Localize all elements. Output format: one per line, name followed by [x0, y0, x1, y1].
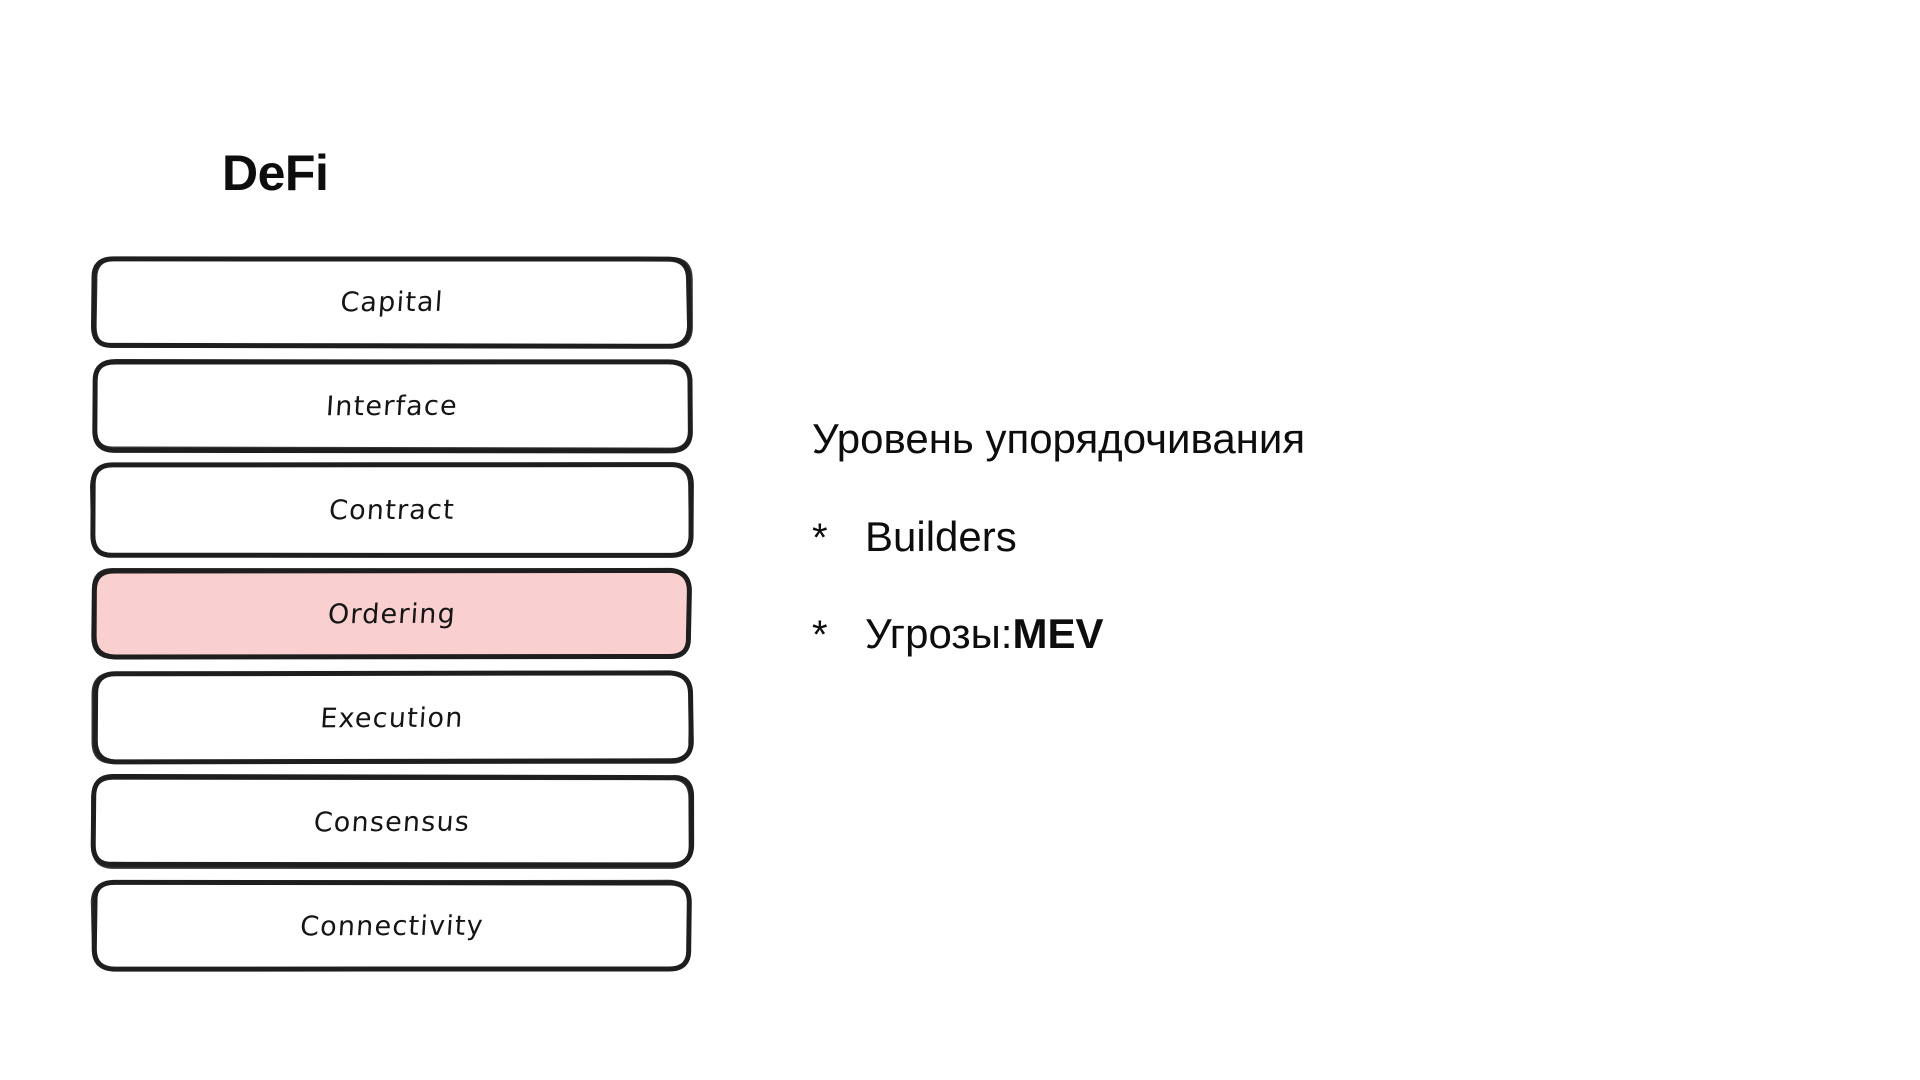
stack-layer-contract[interactable]: Contract	[90, 462, 694, 558]
notes-panel: Уровень упорядочивания * Builders * Угрозы:…	[812, 418, 1732, 710]
note-item-emphasis: MEV	[1012, 610, 1104, 657]
note-item-label: Builders	[865, 513, 1017, 560]
stack-layer-ordering[interactable]: Ordering	[91, 567, 692, 660]
note-item: * Угрозы: MEV	[812, 610, 1732, 657]
stack-layer-shape	[90, 774, 695, 869]
asterisk-bullet-icon: *	[812, 516, 828, 560]
notes-list: * Builders * Угрозы: MEV	[812, 513, 1732, 657]
stack-layer-connectivity[interactable]: Connectivity	[90, 879, 692, 972]
notes-heading: Уровень упорядочивания	[812, 415, 1306, 462]
stack-layer-consensus[interactable]: Consensus	[90, 774, 695, 869]
asterisk-bullet-icon: *	[812, 613, 828, 657]
stack-layer-shape	[92, 359, 693, 454]
stack-layer-shape	[91, 567, 692, 660]
stack-layer-interface[interactable]: Interface	[92, 359, 693, 454]
stack-layer-shape	[91, 670, 694, 765]
note-item-label: Угрозы:	[865, 610, 1013, 657]
page-title: DeFi	[222, 145, 329, 201]
stack-layer-execution[interactable]: Execution	[91, 670, 694, 765]
stack-layer-capital[interactable]: Capital	[91, 256, 693, 349]
stack-layer-shape	[90, 879, 692, 972]
stack-layer-shape	[90, 462, 694, 558]
stack-layer-shape	[91, 256, 693, 349]
note-item: * Builders	[812, 513, 1732, 560]
